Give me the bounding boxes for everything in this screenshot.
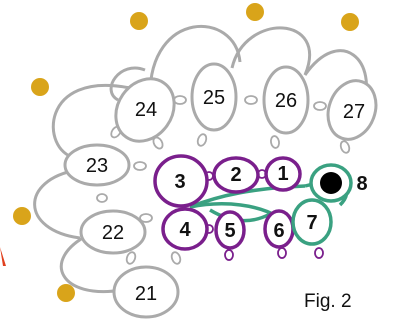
ring-3-shape	[153, 154, 209, 208]
ring-23-shape	[63, 143, 131, 187]
ring-22-shape	[79, 209, 147, 255]
ring-4-label: 4	[179, 219, 191, 241]
ring-24-shape	[114, 77, 176, 143]
ring-1-label: 1	[277, 163, 288, 185]
bead-6	[57, 284, 75, 302]
figure-caption: Fig. 2	[304, 291, 352, 312]
black-bead-icon	[320, 172, 342, 194]
ring-1-shape	[264, 156, 302, 192]
ring-26-label: 26	[275, 90, 297, 112]
ring-4-shape	[161, 207, 209, 251]
grey-picots	[96, 95, 351, 265]
inner-rings	[153, 154, 302, 251]
bead-3	[341, 13, 359, 31]
outer-rings	[63, 62, 378, 319]
ring-27-label: 27	[343, 101, 365, 123]
ring-21-label: 21	[135, 283, 157, 305]
ring-27-shape	[326, 79, 378, 141]
bead-5	[13, 207, 31, 225]
ring-25-shape	[190, 62, 238, 132]
ring-5-shape	[214, 210, 246, 250]
bead-4	[31, 78, 49, 96]
gold-beads	[13, 3, 359, 302]
ring-25-label: 25	[203, 87, 225, 109]
bead-1	[130, 12, 148, 30]
ring-23-label: 23	[86, 155, 108, 177]
ring-6-label: 6	[273, 220, 284, 242]
ring-3-label: 3	[174, 171, 185, 193]
ring-24-label: 24	[135, 99, 157, 121]
red-arrow-mark	[0, 247, 6, 266]
ring-21-shape	[112, 265, 180, 319]
ring-26-shape	[262, 65, 310, 135]
ring-7-shape	[291, 198, 333, 246]
ring-5-label: 5	[224, 220, 235, 242]
ring-8-label: 8	[356, 173, 367, 195]
bead-2	[246, 3, 264, 21]
ring-22-label: 22	[102, 222, 124, 244]
outer-chain	[33, 25, 368, 293]
ring-2-shape	[212, 156, 260, 194]
ring-2-label: 2	[230, 164, 241, 186]
ring-7-label: 7	[306, 212, 317, 234]
